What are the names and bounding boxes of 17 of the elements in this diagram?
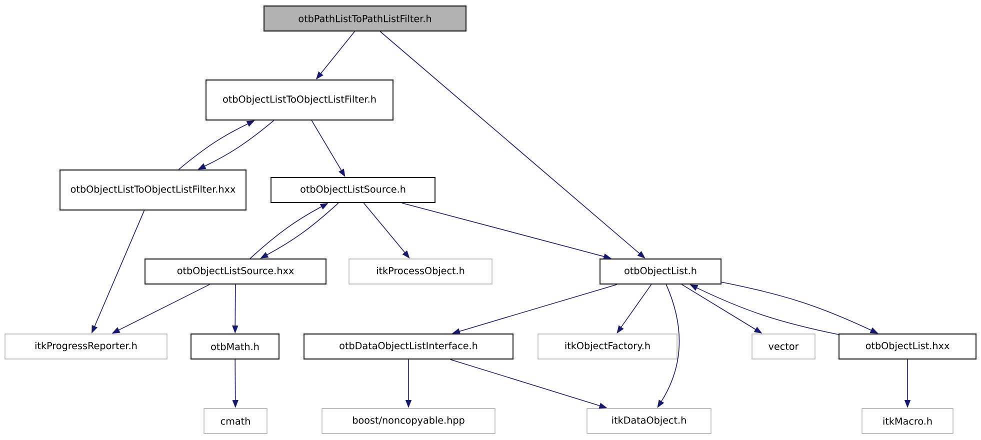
file-box: cmath — [204, 408, 268, 434]
file-box: otbObjectListToObjectListFilter.h — [206, 80, 394, 120]
file-box: otbObjectListToObjectListFilter.hxx — [60, 170, 246, 210]
file-box: itkProgressReporter.h — [4, 334, 168, 360]
file-box: otbObjectList.h — [600, 258, 722, 284]
file-box: itkObjectFactory.h — [538, 334, 678, 360]
file-box: otbObjectListSource.hxx — [144, 258, 326, 284]
file-box: otbObjectList.hxx — [838, 334, 976, 360]
file-box: vector — [752, 334, 816, 360]
file-box: otbMath.h — [190, 334, 280, 360]
file-box: itkProcessObject.h — [348, 258, 492, 284]
file-box: otbDataObjectListInterface.h — [304, 334, 514, 360]
file-box: itkDataObject.h — [586, 408, 712, 434]
file-box: itkMacro.h — [862, 408, 954, 434]
file-box: otbPathListToPathListFilter.h — [264, 6, 466, 32]
file-box: otbObjectListSource.h — [270, 177, 436, 203]
file-box: boost/noncopyable.hpp — [322, 408, 496, 434]
